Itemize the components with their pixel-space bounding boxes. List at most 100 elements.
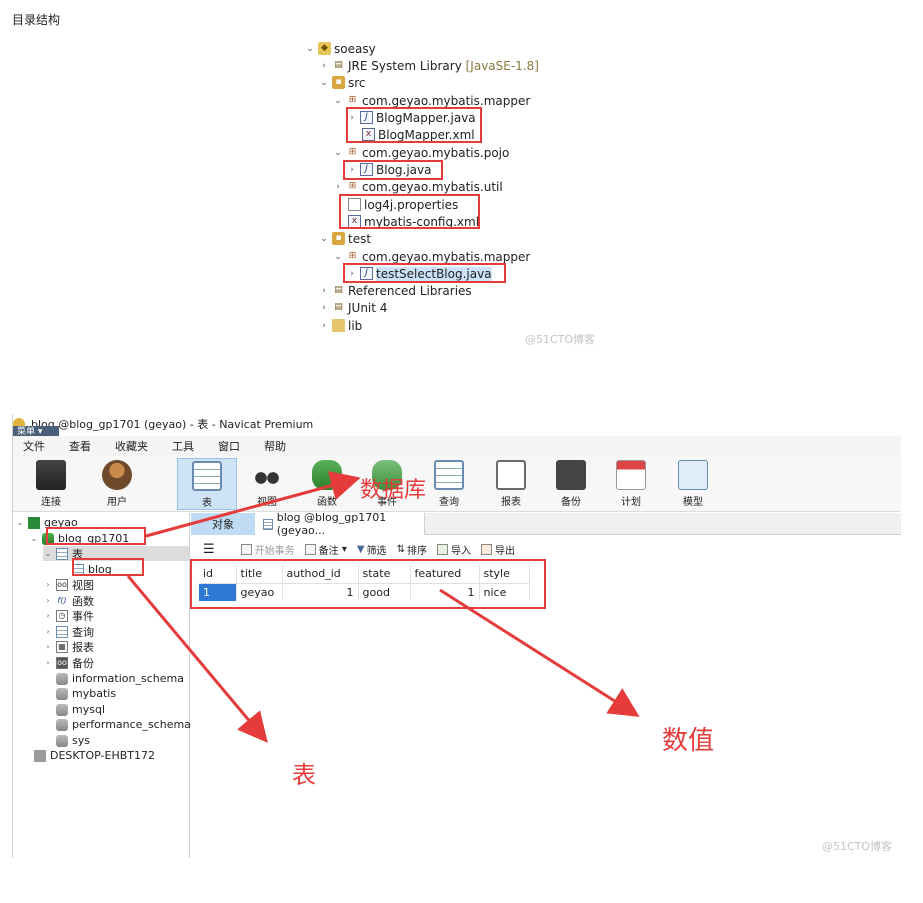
chevron-down-icon[interactable]: ⌄ xyxy=(306,43,314,54)
model-button[interactable]: 模型 xyxy=(663,458,723,510)
sidebar-item-events[interactable]: › ◷ 事件 xyxy=(43,608,94,623)
export-button[interactable]: 导出 xyxy=(480,542,515,557)
function-button[interactable]: 函数 xyxy=(297,458,357,510)
chevron-right-icon[interactable]: › xyxy=(46,642,50,651)
view-button[interactable]: 视图 xyxy=(237,458,297,510)
sidebar-item-db-sys[interactable]: sys xyxy=(53,733,90,748)
chevron-right-icon[interactable]: › xyxy=(46,658,50,667)
menu-bar: 文件 查看 收藏夹 工具 窗口 帮助 xyxy=(13,436,901,456)
tab-objects[interactable]: 对象 xyxy=(191,513,255,535)
chevron-right-icon[interactable]: › xyxy=(322,60,326,71)
menu-window[interactable]: 窗口 xyxy=(218,440,240,453)
sidebar-item-connection[interactable]: ⌄ geyao xyxy=(16,516,78,529)
tree-item-pkg-pojo[interactable]: ⌄ ⊞ com.geyao.mybatis.pojo xyxy=(332,144,509,161)
backup-button[interactable]: 备份 xyxy=(541,458,601,510)
report-button[interactable]: 报表 xyxy=(481,458,541,510)
sidebar-item-tables[interactable]: ⌄ 表 xyxy=(43,546,189,561)
clock-icon: ◷ xyxy=(56,609,68,622)
tab-bar: 对象 blog @blog_gp1701 (geyao... xyxy=(191,511,901,537)
calendar-icon xyxy=(616,460,646,490)
tree-item-test-pkg-mapper[interactable]: ⌄ ⊞ com.geyao.mybatis.mapper xyxy=(332,248,530,265)
chevron-right-icon[interactable]: › xyxy=(46,580,50,589)
tree-item-jre[interactable]: › ▤ JRE System Library [JavaSE-1.8] xyxy=(318,57,539,74)
grid-cell[interactable]: good xyxy=(358,583,411,601)
chevron-right-icon[interactable]: › xyxy=(350,268,354,279)
chevron-right-icon[interactable]: › xyxy=(322,302,326,313)
chevron-down-icon[interactable]: ⌄ xyxy=(320,233,328,244)
table-button[interactable]: 表 xyxy=(177,458,237,510)
schedule-button[interactable]: 计划 xyxy=(601,458,661,510)
chevron-down-icon[interactable]: ⌄ xyxy=(334,95,342,106)
chevron-right-icon[interactable]: › xyxy=(350,112,354,123)
sidebar-item-computer[interactable]: DESKTOP-EHBT172 xyxy=(31,748,155,763)
annotation-database: 数据库 xyxy=(360,478,427,503)
memo-button[interactable]: 备注 ▾ xyxy=(304,542,347,557)
chevron-right-icon[interactable]: › xyxy=(336,181,340,192)
menu-icon[interactable]: ☰ xyxy=(203,541,215,557)
user-icon xyxy=(102,460,132,490)
tree-item-pkg-mapper[interactable]: ⌄ ⊞ com.geyao.mybatis.mapper xyxy=(332,92,530,109)
menu-badge[interactable]: 菜单 ▾ xyxy=(13,426,59,439)
main-toolbar: 连接 用户 表 视图 函数 事件 查询 报表 备份 计划 模型 xyxy=(13,456,901,512)
tree-item-blog-java[interactable]: › J Blog.java xyxy=(346,161,431,178)
highlight-box-config-files xyxy=(339,194,480,229)
tree-item-junit[interactable]: › ▤ JUnit 4 xyxy=(318,299,387,316)
menu-view[interactable]: 查看 xyxy=(69,440,91,453)
event-icon xyxy=(372,460,402,490)
chevron-right-icon[interactable]: › xyxy=(46,627,50,636)
database-icon xyxy=(56,672,68,685)
column-header[interactable]: featured xyxy=(410,565,480,584)
grid-cell[interactable]: 1 xyxy=(282,583,359,601)
sidebar-item-backups[interactable]: › oo 备份 xyxy=(43,655,94,670)
chevron-down-icon[interactable]: ⌄ xyxy=(16,518,24,527)
sidebar-item-queries[interactable]: › 查询 xyxy=(43,624,94,639)
sidebar-item-db-mybatis[interactable]: mybatis xyxy=(53,686,116,701)
tree-item-blogmapper-xml[interactable]: x BlogMapper.xml xyxy=(360,126,475,143)
chevron-down-icon[interactable]: ⌄ xyxy=(334,251,342,262)
tree-item-test[interactable]: ⌄ ▪ test xyxy=(318,230,371,247)
chevron-right-icon[interactable]: › xyxy=(322,285,326,296)
chevron-right-icon[interactable]: › xyxy=(46,596,50,605)
chevron-right-icon[interactable]: › xyxy=(350,164,354,175)
connection-button[interactable]: 连接 xyxy=(21,458,81,510)
sidebar-item-functions[interactable]: › f() 函数 xyxy=(43,593,94,608)
sidebar-item-database[interactable]: ⌄ blog_gp1701 xyxy=(30,532,130,545)
chevron-down-icon[interactable]: ⌄ xyxy=(44,549,52,558)
tree-item-mybatis-config[interactable]: x mybatis-config.xml xyxy=(346,213,479,230)
library-icon: ▤ xyxy=(334,60,343,70)
menu-favorites[interactable]: 收藏夹 xyxy=(115,440,148,453)
tree-item-log4j[interactable]: log4j.properties xyxy=(346,196,458,213)
menu-tools[interactable]: 工具 xyxy=(172,440,194,453)
tree-item-blogmapper-java[interactable]: › J BlogMapper.java xyxy=(346,109,475,126)
sidebar-item-db-performance-schema[interactable]: performance_schema xyxy=(53,717,191,732)
sidebar-item-db-information-schema[interactable]: information_schema xyxy=(53,671,184,686)
menu-file[interactable]: 文件 xyxy=(23,440,45,453)
chevron-down-icon[interactable]: ⌄ xyxy=(30,534,38,543)
import-button[interactable]: 导入 xyxy=(436,542,471,557)
tab-blog-table[interactable]: blog @blog_gp1701 (geyao... xyxy=(255,511,425,537)
chevron-down-icon[interactable]: ⌄ xyxy=(320,77,328,88)
filter-button[interactable]: ▼筛选 xyxy=(356,543,387,557)
sidebar-item-reports[interactable]: › ▦ 报表 xyxy=(43,639,94,654)
column-header[interactable]: authod_id xyxy=(282,565,359,584)
query-button[interactable]: 查询 xyxy=(419,458,479,510)
chevron-right-icon[interactable]: › xyxy=(46,611,50,620)
column-header[interactable]: state xyxy=(358,565,411,584)
tree-item-project[interactable]: ⌄ ◆ soeasy xyxy=(304,40,375,57)
chevron-down-icon[interactable]: ⌄ xyxy=(334,147,342,158)
menu-help[interactable]: 帮助 xyxy=(264,440,286,453)
sort-button[interactable]: ⇅排序 xyxy=(396,543,427,557)
sidebar-item-views[interactable]: › oo 视图 xyxy=(43,577,94,592)
sidebar-item-db-mysql[interactable]: mysql xyxy=(53,702,105,717)
chevron-right-icon[interactable]: › xyxy=(322,320,326,331)
tree-item-lib[interactable]: › lib xyxy=(318,317,362,334)
tree-item-src[interactable]: ⌄ ▪ src xyxy=(318,74,365,91)
begin-transaction-button[interactable]: 开始事务 xyxy=(240,542,295,557)
tree-item-pkg-util[interactable]: › ⊞ com.geyao.mybatis.util xyxy=(332,178,503,195)
report-icon: ▦ xyxy=(56,640,68,653)
event-button[interactable]: 事件 xyxy=(357,458,417,510)
column-header[interactable]: style xyxy=(479,565,530,584)
tree-item-referenced-libraries[interactable]: › ▤ Referenced Libraries xyxy=(318,282,472,299)
user-button[interactable]: 用户 xyxy=(87,458,147,510)
tree-item-testselectblog[interactable]: › J testSelectBlog.java xyxy=(346,265,492,282)
